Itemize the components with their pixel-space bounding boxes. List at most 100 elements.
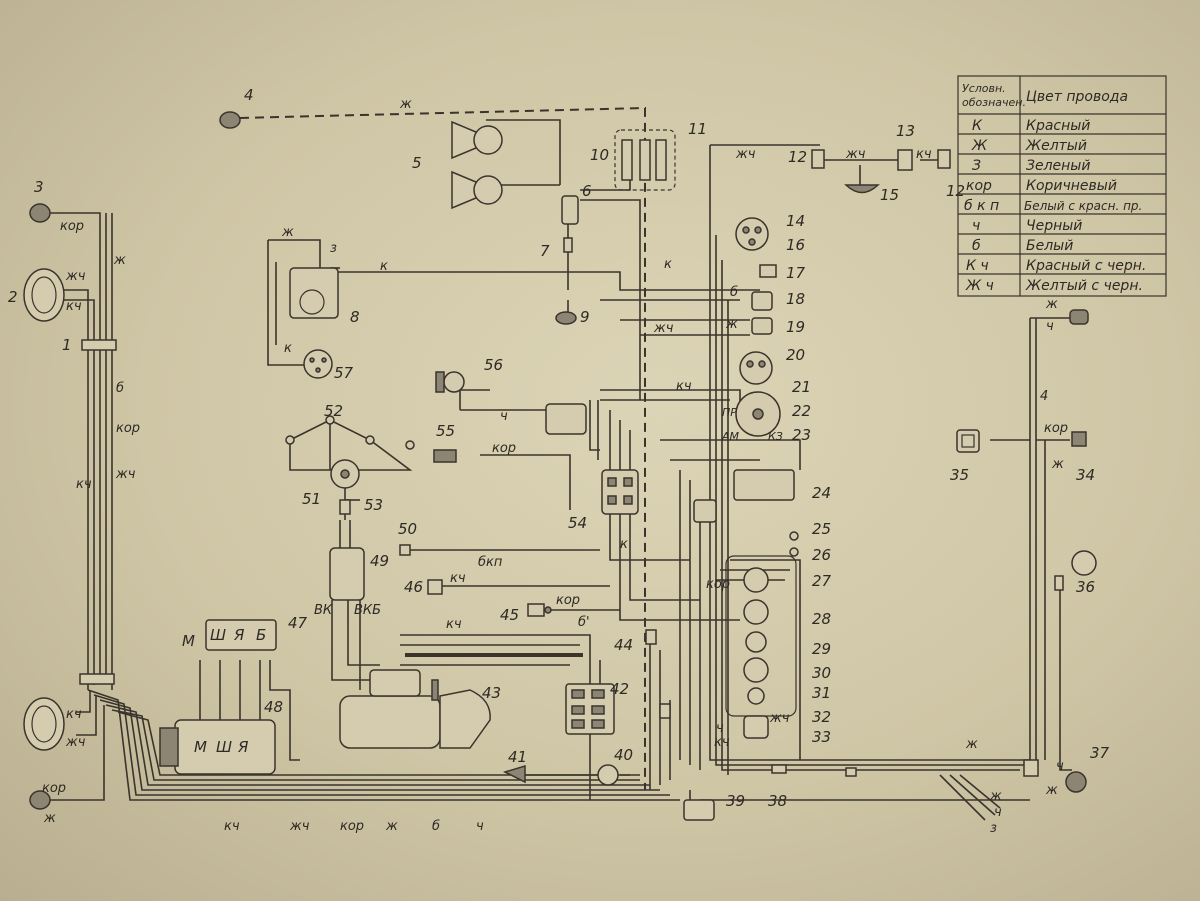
num-5: 5 — [412, 154, 422, 172]
wire-label-b-45: б' — [578, 615, 590, 630]
num-20: 20 — [786, 346, 805, 364]
terminal-25 — [789, 531, 799, 541]
wire-label-bottom-ch: ч — [476, 819, 484, 834]
gauge-label-am: АМ — [721, 430, 740, 443]
wire-label-bottom-zhch: жч — [289, 819, 310, 834]
wire-label-k-coil: к — [380, 259, 388, 274]
generator-48 — [159, 719, 276, 775]
legend-color-8: Желтый с черн. — [1025, 278, 1143, 294]
wire-label-kch-bundle: кч — [76, 477, 92, 492]
terminal-Sh: Ш — [210, 626, 226, 644]
num-33: 33 — [812, 728, 831, 746]
num-41: 41 — [508, 748, 527, 766]
legend-code-6: б — [972, 238, 981, 254]
num-11: 11 — [688, 120, 707, 138]
switch-18 — [751, 291, 773, 311]
bulb-17 — [759, 264, 777, 278]
legend-color-7: Красный с черн. — [1026, 258, 1146, 274]
num-52: 52 — [324, 402, 343, 420]
switch-33 — [743, 715, 769, 739]
wire-labels: ж кор ж жч кч кч жч кор б кч жч кор ж б … — [42, 97, 1068, 836]
connector-44b — [659, 703, 671, 719]
components — [23, 111, 1097, 821]
wire-label-right-ch: ч — [994, 805, 1002, 820]
num-29: 29 — [812, 640, 831, 658]
num-56: 56 — [484, 356, 503, 374]
relay-24b — [693, 499, 717, 523]
wire-label-zh-coil: ж — [281, 225, 294, 240]
wire-label-kch-starter: кч — [446, 617, 462, 632]
wire-label-kor-top: кор — [60, 219, 84, 234]
num-27: 27 — [812, 572, 832, 590]
lamp-34 — [1071, 431, 1087, 447]
wire-label-kor-27: кор — [706, 577, 730, 592]
num-46: 46 — [404, 578, 423, 596]
num-38: 38 — [768, 792, 787, 810]
wire-label-zhch-top2: жч — [845, 147, 866, 162]
wire-label-kch-left: кч — [66, 299, 82, 314]
fuse-box-42 — [565, 683, 615, 735]
num-53: 53 — [364, 496, 383, 514]
wire-label-bkp: бкп — [478, 555, 503, 570]
lamp-9 — [555, 311, 577, 325]
wire-label-misc-zhch-bl: жч — [65, 735, 86, 750]
gauge-27 — [743, 567, 769, 593]
legend-code-0: К — [972, 118, 983, 134]
wire-label-bottom-b: б — [432, 819, 440, 834]
wire-label-kor-bundle: кор — [116, 421, 140, 436]
lamp-40 — [597, 764, 619, 786]
legend-code-1: Ж — [971, 138, 988, 154]
wire-label-zh-top-right: ж — [1045, 297, 1058, 312]
wire-label-b-bundle: б — [116, 381, 124, 396]
legend-code-4: б к п — [964, 198, 999, 214]
wire-label-right-z: з — [990, 821, 997, 836]
wire-label-kor-45: кор — [556, 593, 580, 608]
num-26: 26 — [812, 546, 831, 564]
connector-44 — [645, 629, 657, 645]
num-40: 40 — [614, 746, 633, 764]
wire-label-z-coil: з — [330, 241, 337, 256]
wire-label-bottom-kch: кч — [224, 819, 240, 834]
plug-52-a — [285, 435, 295, 445]
connector-block-1 — [81, 339, 117, 351]
num-18: 18 — [786, 290, 805, 308]
gauge-31 — [747, 687, 765, 705]
wire-label-kch-46: кч — [450, 571, 466, 586]
num-7: 7 — [540, 242, 550, 260]
num-30: 30 — [812, 664, 831, 682]
legend-code-3: кор — [966, 178, 992, 194]
num-49: 49 — [370, 552, 389, 570]
gauge-label-pr: ПР — [722, 406, 737, 419]
wire-label-zh-19: ж — [725, 317, 738, 332]
connector-38 — [771, 764, 787, 774]
num-9: 9 — [580, 308, 590, 326]
num-4: 4 — [244, 86, 254, 104]
num-25: 25 — [812, 520, 831, 538]
num-6: 6 — [582, 182, 592, 200]
lamp-15 — [844, 184, 880, 194]
terminal-26 — [789, 547, 799, 557]
num-12-left: 12 — [788, 148, 807, 166]
terminal-M: М — [182, 632, 195, 650]
distributor-51 — [330, 459, 360, 489]
lamp-top-right — [1069, 309, 1089, 325]
num-31: 31 — [812, 684, 831, 702]
wire-label-zhch-top: жч — [735, 147, 756, 162]
num-28: 28 — [812, 610, 831, 628]
wire-label-ch-mid: ч — [500, 409, 508, 424]
terminal-labels: М Ш Я Б М Ш Я ВК ВКБ ПР АМ КЗ — [182, 406, 783, 756]
num-48: 48 — [264, 698, 283, 716]
relay-56b — [545, 403, 587, 435]
num-47: 47 — [288, 614, 308, 632]
legend-color-1: Желтый — [1025, 138, 1087, 154]
switch-45 — [527, 603, 552, 617]
side-lamp-3-bottom — [29, 790, 51, 810]
gauge-22 — [735, 391, 781, 437]
sensor-56 — [435, 371, 465, 393]
legend-code-5: ч — [972, 218, 980, 234]
num-55: 55 — [436, 422, 455, 440]
starter-43 — [339, 669, 491, 749]
num-23: 23 — [792, 426, 811, 444]
regulator-24 — [733, 469, 795, 501]
wire-label-zh-37: ж — [1045, 783, 1058, 798]
